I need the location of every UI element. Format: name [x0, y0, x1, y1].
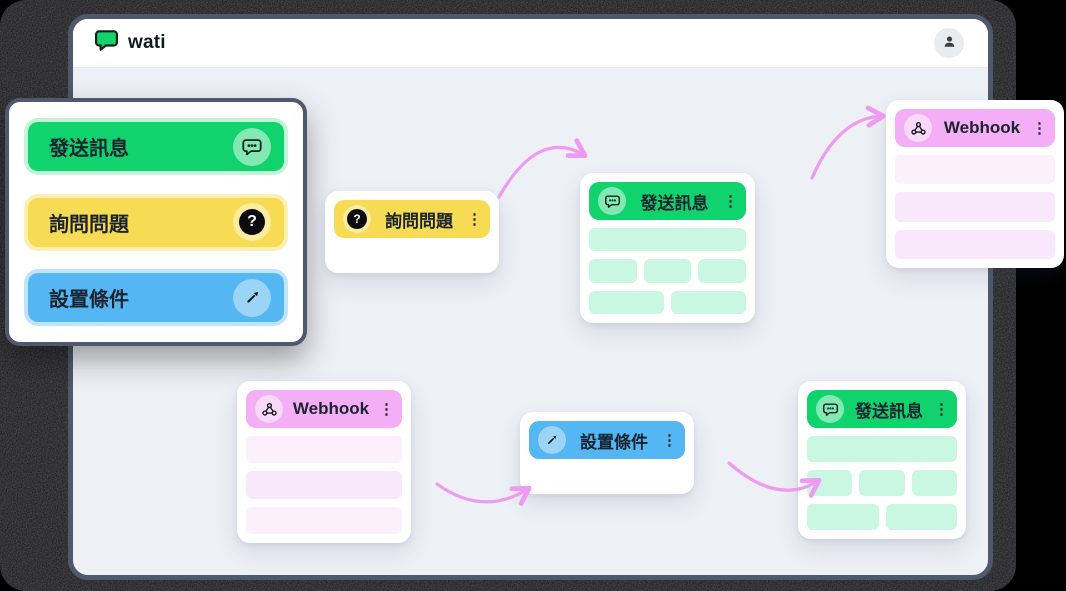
- kebab-menu-icon[interactable]: ⋮: [934, 400, 949, 418]
- palette-item-halo: 發送訊息: [24, 118, 288, 175]
- question-icon: ?: [343, 205, 371, 233]
- placeholder-bar: [698, 259, 747, 283]
- brand-name: wati: [128, 32, 166, 53]
- node-header[interactable]: 發送訊息 ⋮: [807, 390, 957, 428]
- node-placeholder-content: [589, 228, 747, 314]
- placeholder-bar: [895, 155, 1055, 185]
- node-placeholder-content: [807, 436, 957, 530]
- placeholder-bar: [895, 229, 1055, 259]
- placeholder-bar: [246, 471, 402, 499]
- chat-bubble-icon: [598, 187, 626, 215]
- flow-node-send-message-bottom[interactable]: 發送訊息 ⋮: [798, 381, 966, 539]
- palette-item-label: 詢問問題: [49, 213, 129, 236]
- send-arrow-icon: [538, 426, 566, 454]
- placeholder-bar: [911, 470, 957, 496]
- node-header[interactable]: 設置條件 ⋮: [529, 421, 685, 459]
- chat-bubble-icon: [233, 127, 271, 166]
- placeholder-bar: [807, 470, 853, 496]
- node-header[interactable]: Webhook ⋮: [895, 109, 1055, 147]
- user-avatar-button[interactable]: [934, 28, 964, 58]
- placeholder-bar: [859, 470, 905, 496]
- placeholder-bar: [246, 436, 402, 464]
- app-header: wati: [73, 19, 988, 68]
- placeholder-bar: [885, 504, 957, 530]
- node-label: 詢問問題: [385, 211, 453, 231]
- palette-send-message-button[interactable]: 發送訊息: [28, 122, 284, 171]
- palette-set-condition-button[interactable]: 設置條件: [28, 273, 284, 322]
- block-palette: 發送訊息 詢問問題 ? 設置條件: [5, 98, 307, 346]
- node-header[interactable]: ? 詢問問題 ⋮: [334, 200, 490, 238]
- palette-item-label: 設置條件: [49, 289, 129, 311]
- placeholder-bar: [671, 290, 746, 314]
- kebab-menu-icon[interactable]: ⋮: [723, 192, 738, 210]
- placeholder-bar: [807, 436, 957, 462]
- chat-bubble-icon: [816, 395, 844, 423]
- question-icon: ?: [233, 203, 271, 241]
- node-label: Webhook: [943, 118, 1021, 137]
- placeholder-bar: [246, 506, 402, 534]
- flow-node-set-condition[interactable]: 設置條件 ⋮: [520, 412, 694, 494]
- flow-node-ask-question[interactable]: ? 詢問問題 ⋮: [325, 191, 499, 273]
- palette-item-halo: 詢問問題 ?: [24, 193, 288, 251]
- webhook-icon: [255, 395, 283, 423]
- node-header[interactable]: Webhook ⋮: [246, 390, 402, 428]
- flow-node-webhook-bottom[interactable]: Webhook ⋮: [237, 381, 411, 543]
- node-label: 設置條件: [580, 432, 648, 452]
- wati-logo-bubble-icon: [93, 28, 120, 58]
- webhook-icon: [904, 114, 932, 142]
- send-arrow-icon: [233, 278, 271, 317]
- node-placeholder-content: [895, 155, 1055, 259]
- palette-item-halo: 設置條件: [24, 269, 288, 326]
- node-label: 發送訊息: [855, 401, 923, 421]
- wati-logo: wati: [93, 28, 166, 58]
- kebab-menu-icon[interactable]: ⋮: [1032, 119, 1047, 137]
- kebab-menu-icon[interactable]: ⋮: [379, 400, 394, 418]
- node-label: 發送訊息: [640, 193, 709, 213]
- palette-item-label: 發送訊息: [49, 138, 129, 160]
- kebab-menu-icon[interactable]: ⋮: [662, 431, 677, 449]
- palette-ask-question-button[interactable]: 詢問問題 ?: [28, 197, 284, 247]
- flow-node-webhook-top[interactable]: Webhook ⋮: [886, 100, 1064, 268]
- placeholder-bar: [589, 228, 746, 252]
- kebab-menu-icon[interactable]: ⋮: [467, 210, 482, 228]
- flow-node-send-message-top[interactable]: 發送訊息 ⋮: [580, 173, 755, 323]
- node-placeholder-content: [246, 436, 402, 534]
- placeholder-bar: [589, 259, 637, 283]
- node-label: Webhook: [292, 399, 370, 418]
- user-avatar-icon: [941, 33, 958, 53]
- placeholder-bar: [895, 192, 1055, 222]
- node-header[interactable]: 發送訊息 ⋮: [589, 182, 746, 220]
- placeholder-bar: [807, 504, 879, 530]
- placeholder-bar: [589, 290, 664, 314]
- placeholder-bar: [643, 259, 692, 283]
